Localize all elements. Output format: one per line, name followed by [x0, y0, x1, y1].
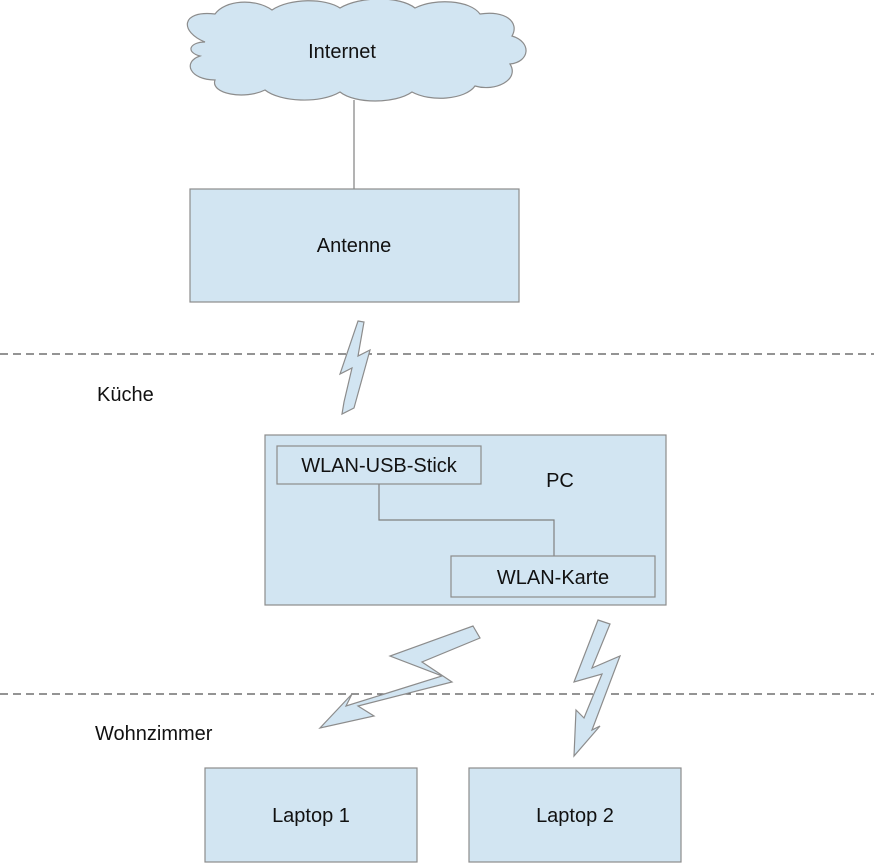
laptop2-box: [468, 767, 682, 863]
internet-label: Internet: [308, 41, 376, 63]
zone-label-kueche: Küche: [97, 384, 154, 406]
antenne-box: [189, 188, 520, 303]
wlan-karte-box: [450, 555, 656, 598]
wireless-link-pc-laptop2: [573, 619, 622, 758]
antenne-label: Antenne: [317, 235, 392, 257]
laptop1-label: Laptop 1: [272, 805, 350, 827]
edge-usb-stick-wlan-karte: [378, 484, 555, 556]
laptop1-node: Laptop 1: [204, 767, 418, 863]
cloud-shape: [186, 0, 527, 102]
wlan-karte-label: WLAN-Karte: [497, 567, 609, 589]
zone-label-wohnzimmer: Wohnzimmer: [95, 723, 213, 745]
antenne-node: Antenne: [189, 188, 520, 303]
wireless-link-pc-laptop1: [318, 625, 481, 730]
pc-node: PC WLAN-USB-Stick WLAN-Karte: [264, 434, 667, 606]
laptop2-label: Laptop 2: [536, 805, 614, 827]
wireless-link-antenne-pc: [338, 320, 371, 416]
internet-cloud: Internet: [186, 0, 527, 102]
laptop2-node: Laptop 2: [468, 767, 682, 863]
usb-stick-box: [276, 445, 482, 485]
laptop1-box: [204, 767, 418, 863]
usb-stick-label: WLAN-USB-Stick: [301, 455, 458, 477]
pc-label: PC: [546, 470, 574, 492]
